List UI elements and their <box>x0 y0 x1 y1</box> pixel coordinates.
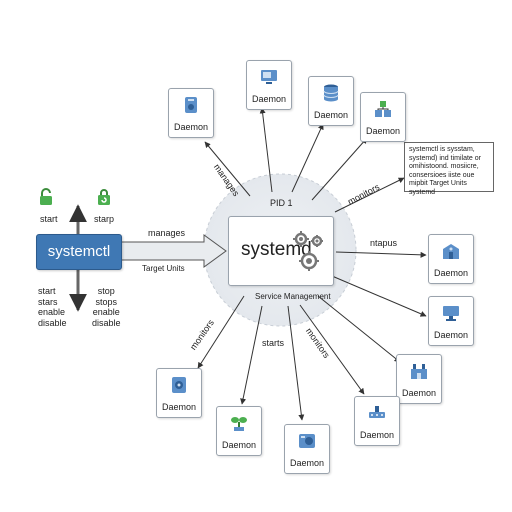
desktop-icon <box>443 306 459 321</box>
left-command-list: start stars enable disable <box>38 286 67 328</box>
target-units-label: Target Units <box>142 264 185 273</box>
systemd-title: systemd <box>241 239 312 260</box>
daemon-node-drive[interactable]: Daemon <box>284 424 330 474</box>
edge-daemon-8 <box>299 304 365 395</box>
daemon-node-database[interactable]: Daemon <box>308 76 354 126</box>
unlock-icon <box>40 188 52 205</box>
server-drive-icon <box>185 97 197 113</box>
daemon-node-plant[interactable]: Daemon <box>216 406 262 456</box>
network-switch-icon <box>369 406 385 418</box>
factory-icon <box>411 364 427 379</box>
edge-daemon-6 <box>331 275 427 317</box>
daemon-node-monitor[interactable]: Daemon <box>246 60 292 110</box>
daemon-node-network[interactable]: Daemon <box>360 92 406 142</box>
daemon-node-server[interactable]: Daemon <box>168 88 214 138</box>
daemon-label: Daemon <box>433 268 469 278</box>
plant-icon <box>231 417 247 431</box>
daemon-label: Daemon <box>433 330 469 340</box>
edge-daemon-5 <box>335 251 427 258</box>
daemon-node-switch[interactable]: Daemon <box>354 396 400 446</box>
monitor-window-icon <box>261 70 277 84</box>
daemon-label: Daemon <box>251 94 287 104</box>
storage-disk-icon <box>172 377 186 393</box>
manages-arrow-label: manages <box>148 228 186 238</box>
start-command-label: start <box>40 214 58 224</box>
daemon-label: Daemon <box>313 110 349 120</box>
edge-daemon-3 <box>291 123 324 193</box>
daemon-label: Daemon <box>359 430 395 440</box>
right-command-list: stop stops enable disable <box>92 286 121 328</box>
daemon-node-building[interactable]: Daemon <box>428 234 474 284</box>
database-icon <box>323 84 339 102</box>
daemon-node-desktop[interactable]: Daemon <box>428 296 474 346</box>
daemon-node-factory[interactable]: Daemon <box>396 354 442 404</box>
edge-daemon-1 <box>204 141 251 197</box>
network-nodes-icon <box>375 101 391 117</box>
note-box: systemctl is sysstam, systemd) ind timil… <box>404 142 494 196</box>
stop-command-label: starp <box>94 214 115 224</box>
edge-label-starts: starts <box>262 338 285 348</box>
daemon-label: Daemon <box>221 440 257 450</box>
edge-daemon-4 <box>311 137 368 201</box>
edge-daemon-2 <box>259 107 273 193</box>
daemon-node-storage[interactable]: Daemon <box>156 368 202 418</box>
manages-arrow <box>119 234 227 268</box>
daemon-label: Daemon <box>365 126 401 136</box>
refresh-lock-icon <box>98 189 110 205</box>
edge-daemon-10 <box>240 305 263 405</box>
gears-icon <box>293 231 323 271</box>
daemon-label: Daemon <box>161 402 197 412</box>
service-management-label: Service Management <box>255 292 331 301</box>
drive-icon <box>299 434 315 448</box>
edge-label-maps: ntapus <box>370 238 398 248</box>
edge-daemon-11 <box>197 295 245 369</box>
daemon-label: Daemon <box>173 122 209 132</box>
daemon-label: Daemon <box>289 458 325 468</box>
building-icon <box>443 244 459 259</box>
systemctl-node[interactable]: systemctl <box>36 234 122 270</box>
systemd-node[interactable]: systemd <box>228 216 334 286</box>
edges <box>197 107 427 421</box>
edge-daemon-9 <box>287 305 305 421</box>
daemon-label: Daemon <box>401 388 437 398</box>
edge-daemon-7 <box>317 295 401 363</box>
pid-label: PID 1 <box>270 198 293 208</box>
edge-note <box>334 177 405 213</box>
